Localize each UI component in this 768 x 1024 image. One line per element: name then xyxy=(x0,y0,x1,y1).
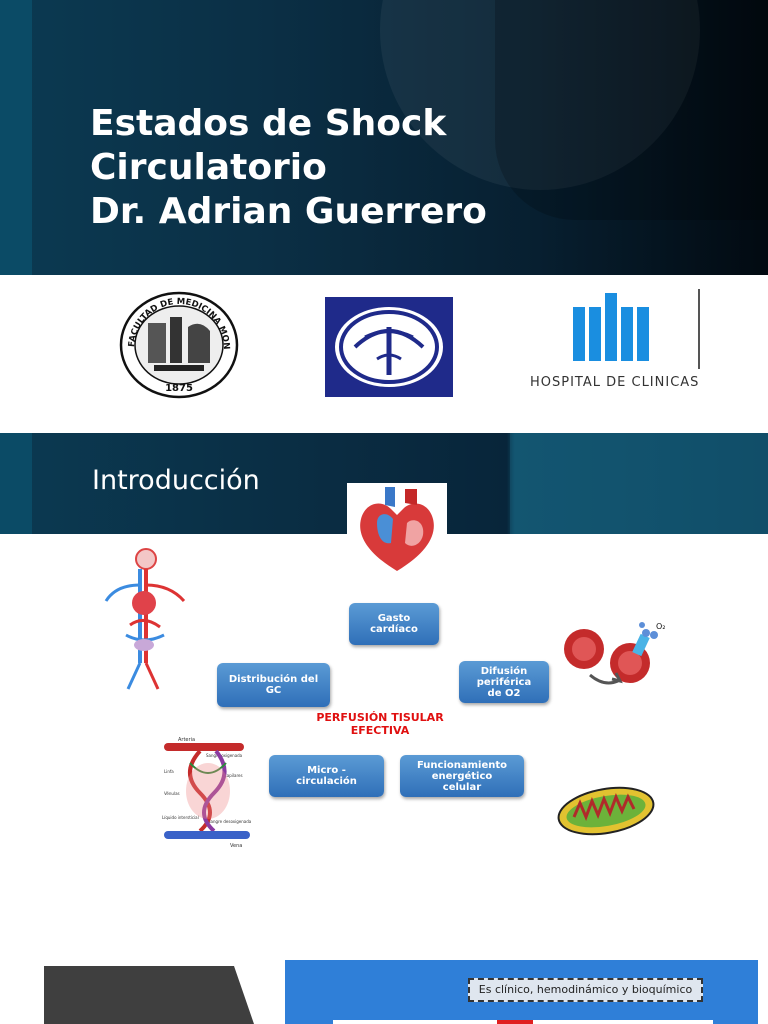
hospital-bars-icon xyxy=(573,289,700,369)
slide-title-introduccion: Introducción xyxy=(92,465,260,496)
banner-accent-strip xyxy=(0,0,32,275)
label-vena: Vena xyxy=(230,843,242,849)
label-venulas: Vénulas xyxy=(164,791,180,796)
label-sangre-desoxigenada: Sangre desoxigenada xyxy=(208,819,252,824)
slide-header-banner xyxy=(0,433,768,534)
title-line-1: Estados de Shock xyxy=(90,103,447,144)
hospital-clinicas-logo: HOSPITAL DE CLINICAS xyxy=(528,289,700,399)
slide-title: Estados de Shock Circulatorio Dr. Adrian… xyxy=(0,0,768,408)
label-liquido-intersticial: Líquido intersticial xyxy=(162,815,199,820)
box-microcirculacion: Micro - circulación xyxy=(269,755,384,797)
label-capilares: Capilares xyxy=(224,773,243,778)
slide-introduccion: Introducción xyxy=(0,433,768,908)
title-line-3: Dr. Adrian Guerrero xyxy=(90,191,487,232)
red-blood-cell-oxygen-icon: O₂ xyxy=(564,622,666,685)
header-accent-strip xyxy=(0,433,32,534)
box-funcionamiento-energetico: Funcionamiento energético celular xyxy=(400,755,524,797)
label-sangre-oxigenada: Sangre oxigenada xyxy=(206,753,243,758)
seal-year: 1875 xyxy=(165,383,193,394)
circulatory-system-icon xyxy=(104,548,186,690)
label-arteria: Arteria xyxy=(178,737,195,743)
header-decorative-panel xyxy=(510,433,768,534)
dark-arrow-shape xyxy=(44,966,254,1024)
presentation-title: Estados de Shock Circulatorio Dr. Adrian… xyxy=(90,102,487,234)
banner-decorative-shape xyxy=(495,0,768,220)
perfusion-tisular-label: PERFUSIÓN TISULAR EFECTIVA xyxy=(316,711,444,737)
definition-box: Es clínico, hemodinámico y bioquímico xyxy=(468,978,703,1002)
logo-row: FACULTAD DE MEDICINA MONTEVIDEO 1875 xyxy=(0,275,768,408)
hospital-name: HOSPITAL DE CLINICAS xyxy=(530,375,700,390)
institution-spiral-logo xyxy=(325,297,453,397)
box-distribucion-gc: Distribución del GC xyxy=(217,663,330,707)
box-gasto-cardiaco: Gasto cardíaco xyxy=(349,603,439,645)
mitochondria-icon xyxy=(557,786,655,836)
panel-red-marker xyxy=(497,1020,533,1024)
box-difusion-periferica: Difusión periférica de O2 xyxy=(459,661,549,703)
o2-label: O₂ xyxy=(656,622,666,631)
definition-panel: Es clínico, hemodinámico y bioquímico xyxy=(285,960,758,1024)
faculty-seal-logo: FACULTAD DE MEDICINA MONTEVIDEO 1875 xyxy=(118,291,239,399)
microcirculation-vessels-icon: Arteria Sangre oxigenada Capilares Linfa… xyxy=(162,737,252,849)
heart-icon xyxy=(347,483,447,579)
title-banner: Estados de Shock Circulatorio Dr. Adrian… xyxy=(0,0,768,275)
title-line-2: Circulatorio xyxy=(90,147,327,188)
label-linfa: Linfa xyxy=(164,769,174,774)
slide-partial-next: Es clínico, hemodinámico y bioquímico xyxy=(0,960,768,1024)
